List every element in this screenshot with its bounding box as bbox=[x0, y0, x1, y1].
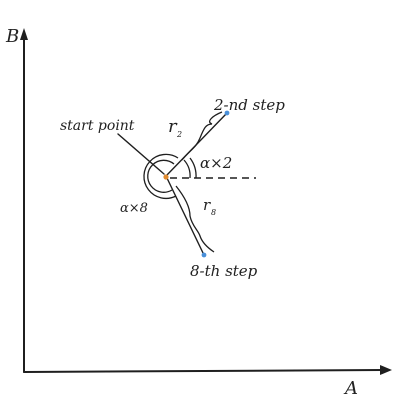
x-axis-arrow bbox=[380, 365, 392, 375]
label-r2: r bbox=[168, 116, 178, 137]
x-axis-line bbox=[23, 369, 387, 373]
label-2nd-step: 2-nd step bbox=[213, 96, 285, 114]
angle-arc-2 bbox=[189, 157, 197, 179]
x-axis-label: A bbox=[343, 378, 358, 399]
y-axis-arrow bbox=[20, 28, 28, 40]
axes bbox=[20, 28, 392, 375]
label-angle-2: α×2 bbox=[200, 154, 232, 172]
angle-arc-8 bbox=[143, 153, 179, 200]
start-point-dot bbox=[163, 174, 169, 180]
y-axis-label: B bbox=[5, 26, 19, 47]
label-r8: r bbox=[203, 196, 211, 214]
label-start-point: start point bbox=[60, 118, 135, 134]
brace-r2 bbox=[181, 111, 223, 161]
brace-r8 bbox=[175, 185, 215, 253]
label-r2-sub: 2 bbox=[176, 130, 182, 139]
step-8-dot bbox=[201, 252, 207, 258]
vector-8th-step bbox=[165, 175, 205, 256]
angle-arc-8-b bbox=[147, 159, 175, 193]
start-point-leader bbox=[117, 133, 165, 175]
step-2-dot bbox=[224, 110, 230, 116]
angle-arc-2-b bbox=[183, 159, 191, 179]
label-r8-sub: 8 bbox=[211, 208, 216, 217]
angle-arcs bbox=[143, 153, 197, 200]
label-angle-8: α×8 bbox=[120, 201, 148, 216]
label-8th-step: 8-th step bbox=[190, 262, 258, 280]
